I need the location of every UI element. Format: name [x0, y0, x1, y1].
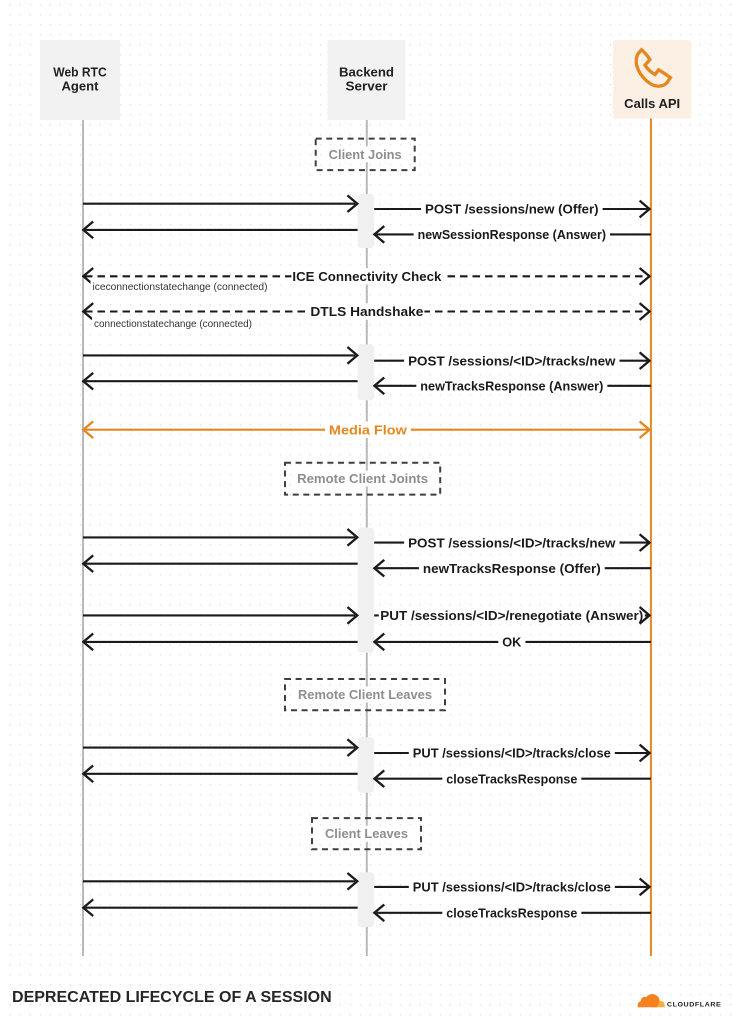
svg-text:DEPRECATED LIFECYCLE OF A SESS: DEPRECATED LIFECYCLE OF A SESSION [12, 989, 332, 1006]
svg-text:Media Flow: Media Flow [329, 422, 408, 437]
svg-text:Client Leaves: Client Leaves [325, 827, 408, 841]
svg-text:POST /sessions/new (Offer): POST /sessions/new (Offer) [425, 202, 599, 217]
svg-text:Server: Server [346, 80, 388, 94]
svg-text:CLOUDFLARE: CLOUDFLARE [667, 1002, 722, 1009]
svg-text:PUT /sessions/<ID>/renegotiate: PUT /sessions/<ID>/renegotiate (Answer) [380, 608, 643, 623]
svg-text:iceconnectionstatechange (conn: iceconnectionstatechange (connected) [93, 282, 268, 293]
svg-text:PUT /sessions/<ID>/tracks/clos: PUT /sessions/<ID>/tracks/close [413, 746, 611, 761]
svg-text:Remote Client Joints: Remote Client Joints [297, 472, 428, 486]
svg-text:connectionstatechange (connect: connectionstatechange (connected) [94, 319, 252, 330]
svg-text:OK: OK [502, 635, 522, 650]
svg-text:closeTracksResponse: closeTracksResponse [446, 906, 577, 921]
svg-text:closeTracksResponse: closeTracksResponse [446, 771, 577, 786]
svg-text:Agent: Agent [62, 80, 100, 94]
svg-text:PUT /sessions/<ID>/tracks/clos: PUT /sessions/<ID>/tracks/close [413, 880, 611, 895]
svg-text:Remote Client Leaves: Remote Client Leaves [298, 688, 432, 702]
svg-text:Backend: Backend [339, 66, 394, 80]
svg-text:newSessionResponse (Answer): newSessionResponse (Answer) [418, 227, 606, 242]
svg-text:Client Joins: Client Joins [329, 148, 402, 162]
svg-text:POST /sessions/<ID>/tracks/new: POST /sessions/<ID>/tracks/new [408, 535, 616, 550]
svg-text:newTracksResponse (Offer): newTracksResponse (Offer) [423, 561, 601, 576]
svg-text:ICE Connectivity Check: ICE Connectivity Check [292, 269, 442, 284]
svg-text:DTLS Handshake: DTLS Handshake [310, 304, 423, 319]
svg-text:POST /sessions/<ID>/tracks/new: POST /sessions/<ID>/tracks/new [408, 353, 616, 368]
svg-text:Web RTC: Web RTC [53, 66, 107, 80]
svg-text:newTracksResponse (Answer): newTracksResponse (Answer) [420, 379, 603, 394]
svg-text:Calls API: Calls API [624, 97, 680, 111]
